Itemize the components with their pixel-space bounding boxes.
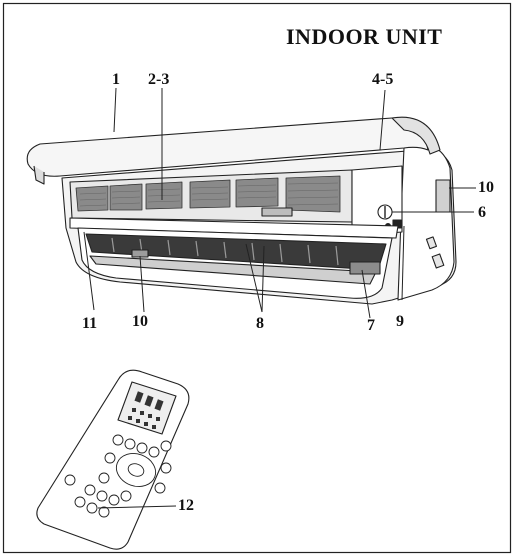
callout-1: 1	[112, 71, 120, 88]
callout-9: 9	[396, 313, 404, 330]
indoor-unit-illustration	[26, 116, 457, 305]
leader-1	[113, 87, 117, 133]
callout-10-right: 10	[478, 179, 494, 196]
lower-right-block	[349, 261, 381, 275]
callout-10-bottom: 10	[132, 313, 148, 330]
horizontal-flap	[89, 255, 377, 285]
vertical-louvers	[111, 237, 339, 266]
remote-buttons	[64, 434, 172, 518]
remote-display	[117, 381, 177, 435]
right-display-window	[435, 179, 451, 213]
leader-8a	[245, 243, 263, 313]
leader-7	[361, 269, 371, 319]
leader-10-bottom	[139, 255, 145, 313]
right-side-panel	[397, 144, 455, 301]
diagram-title: INDOOR UNIT	[286, 24, 443, 49]
callout-2-3: 2-3	[148, 71, 170, 88]
callout-8: 8	[256, 315, 264, 332]
callout-11: 11	[82, 315, 98, 332]
leader-12	[97, 505, 177, 509]
bottom-receiver	[131, 249, 149, 258]
leader-4-5	[379, 89, 386, 151]
leader-lines	[83, 87, 476, 509]
control-box	[351, 165, 403, 237]
callout-6: 6	[478, 204, 486, 221]
air-filters	[75, 175, 341, 213]
callout-4-5: 4-5	[372, 71, 394, 88]
front-strip	[69, 217, 399, 239]
filter-clip	[261, 207, 293, 217]
leader-11	[83, 231, 95, 311]
leader-8b	[261, 245, 265, 313]
callout-7: 7	[367, 317, 375, 334]
callout-12: 12	[178, 497, 194, 514]
remote-control-illustration	[36, 369, 190, 550]
leader-9	[401, 225, 405, 301]
